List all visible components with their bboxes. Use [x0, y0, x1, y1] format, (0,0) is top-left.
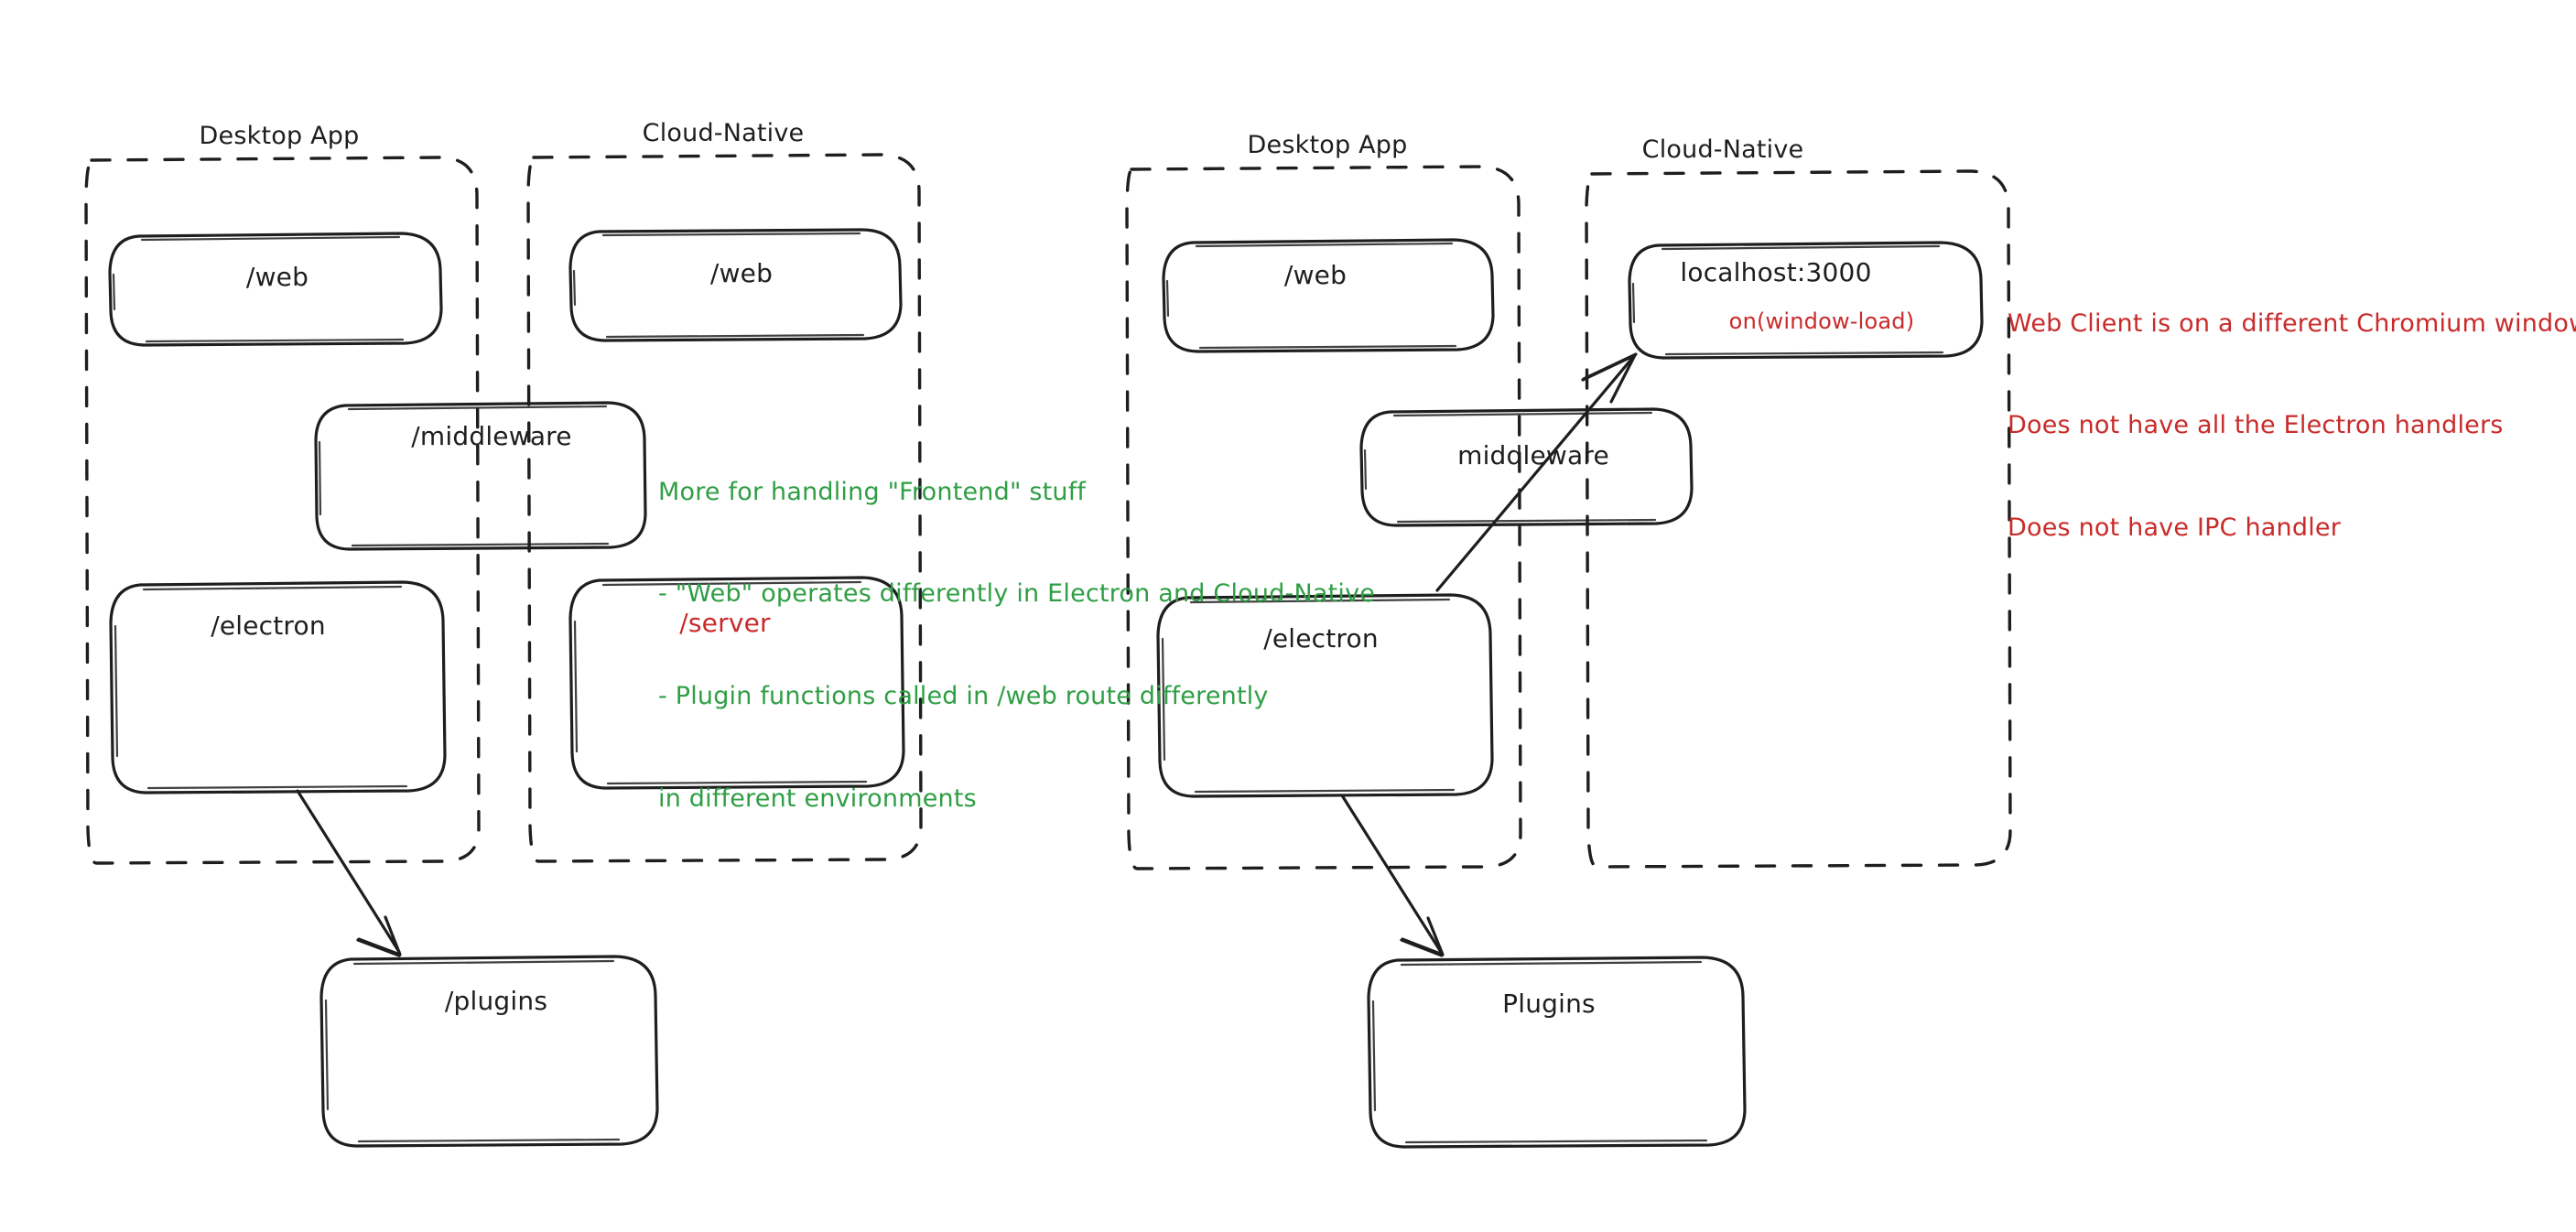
left-server-shape [568, 576, 905, 790]
red-note-line-2: Does not have all the Electron handlers [2008, 411, 2504, 440]
green-annotation-note: More for handling "Frontend" stuff - "We… [658, 406, 1375, 884]
left-desktop-web-shape [108, 232, 443, 347]
right-electron-shape [1156, 593, 1494, 798]
right-plugins-label: Plugins [1502, 989, 1596, 1019]
left-cloud-native-container [526, 153, 923, 863]
left-cloud-web-shape [568, 228, 903, 342]
right-desktop-web-label: /web [1283, 260, 1348, 290]
left-electron-label: /electron [211, 611, 326, 641]
right-cloud-native-title: Cloud-Native [1641, 135, 1804, 164]
right-electron-label: /electron [1263, 623, 1379, 654]
green-note-line-3: - Plugin functions called in /web route … [658, 682, 1269, 710]
left-desktop-app-title: Desktop App [199, 122, 360, 150]
left-desktop-app-container [84, 156, 481, 865]
right-middleware-shape [1359, 407, 1694, 527]
left-server-label: /server [679, 608, 771, 638]
right-cloud-native-container [1585, 169, 2012, 869]
left-plugins-label: /plugins [444, 986, 548, 1016]
right-localhost-shape [1628, 241, 1984, 360]
right-desktop-app-title: Desktop App [1247, 131, 1408, 159]
red-note-line-1: Web Client is on a different Chromium wi… [2008, 308, 2576, 338]
red-annotation-note: Web Client is on a different Chromium wi… [2008, 238, 2576, 613]
green-note-line-1: More for handling "Frontend" stuff [658, 477, 1087, 506]
left-electron-to-plugins-arrow [296, 789, 402, 957]
green-note-line-4: in different environments [658, 784, 977, 813]
right-localhost-sublabel: on(window-load) [1728, 308, 1915, 334]
left-desktop-web-label: /web [245, 262, 309, 292]
left-cloud-web-label: /web [709, 258, 774, 288]
left-cloud-native-title: Cloud-Native [642, 119, 805, 147]
red-note-line-3: Does not have IPC handler [2008, 513, 2342, 542]
left-middleware-label: /middleware [411, 421, 572, 451]
right-electron-to-localhost-arrow [1435, 352, 1638, 592]
right-electron-to-plugins-arrow [1340, 794, 1445, 957]
right-plugins-shape [1367, 956, 1747, 1149]
right-middleware-label: middleware [1457, 440, 1609, 470]
left-plugins-shape [319, 955, 659, 1148]
left-middleware-shape [314, 401, 647, 551]
right-desktop-web-shape [1162, 238, 1495, 353]
right-localhost-label: localhost:3000 [1680, 257, 1872, 287]
left-electron-shape [109, 580, 447, 794]
green-note-line-2: - "Web" operates differently in Electron… [658, 579, 1376, 609]
